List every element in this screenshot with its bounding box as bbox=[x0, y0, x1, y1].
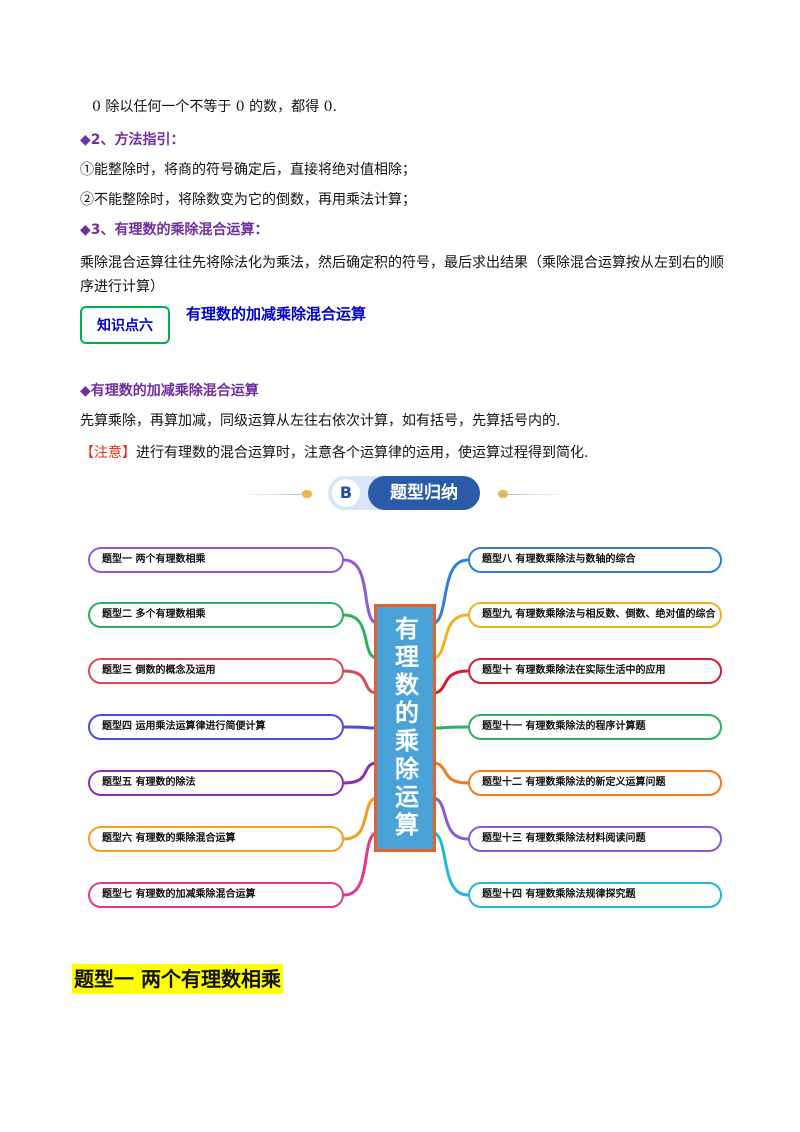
right-connector-4 bbox=[429, 725, 470, 730]
knowledge-point-badge: 知识点六 bbox=[80, 306, 170, 344]
left-branch-node-4: 题型四 运用乘法运算律进行简便计算 bbox=[88, 714, 344, 740]
method-item-2: ②不能整除时，将除数变为它的倒数，再用乘法计算； bbox=[80, 192, 416, 208]
left-branch-node-7: 题型七 有理数的加减乘除混合运算 bbox=[88, 882, 344, 908]
division-zero-rule: 0 除以任何一个不等于 0 的数，都得 0. bbox=[92, 99, 337, 115]
left-connector-7 bbox=[342, 830, 381, 897]
right-connector-7 bbox=[429, 830, 470, 897]
banner-letter: B bbox=[332, 479, 360, 507]
left-connector-2 bbox=[342, 613, 381, 661]
right-branch-node-6: 题型十三 有理数乘除法材料阅读问题 bbox=[468, 826, 722, 852]
left-branch-node-1: 题型一 两个有理数相乘 bbox=[88, 547, 344, 573]
banner-line-right bbox=[498, 494, 568, 495]
right-branch-node-2: 题型九 有理数乘除法与相反数、倒数、绝对值的综合 bbox=[468, 602, 722, 628]
banner-line-left bbox=[240, 494, 310, 495]
right-branch-node-7: 题型十四 有理数乘除法规律探究题 bbox=[468, 882, 722, 908]
note-text: 进行有理数的混合运算时，注意各个运算律的运用，使运算过程得到简化. bbox=[136, 445, 589, 461]
left-connector-6 bbox=[342, 795, 381, 841]
four-ops-body: 先算乘除，再算加减，同级运算从左往右依次计算，如有括号，先算括号内的. bbox=[80, 413, 561, 429]
mindmap-center: 有理数的乘除运算 bbox=[374, 604, 436, 852]
left-branch-node-3: 题型三 倒数的概念及运用 bbox=[88, 658, 344, 684]
banner-dot-left bbox=[302, 490, 312, 498]
mixed-ops-heading: ◆3、有理数的乘除混合运算： bbox=[80, 222, 269, 238]
four-ops-heading: ◆有理数的加减乘除混合运算 bbox=[80, 383, 259, 399]
left-branch-node-6: 题型六 有理数的乘除混合运算 bbox=[88, 826, 344, 852]
mixed-ops-body: 乘除混合运算往往先将除法化为乘法，然后确定积的符号，最后求出结果（乘除混合运算按… bbox=[80, 255, 724, 295]
left-branch-node-5: 题型五 有理数的除法 bbox=[88, 770, 344, 796]
note-line: 【注意】进行有理数的混合运算时，注意各个运算律的运用，使运算过程得到简化. bbox=[80, 442, 588, 464]
right-branch-node-3: 题型十 有理数乘除法在实际生活中的应用 bbox=[468, 658, 722, 684]
right-branch-node-1: 题型八 有理数乘除法与数轴的综合 bbox=[468, 547, 722, 573]
method-item-1: ①能整除时，将商的符号确定后，直接将绝对值相除； bbox=[80, 162, 416, 178]
left-branch-node-2: 题型二 多个有理数相乘 bbox=[88, 602, 344, 628]
left-connector-1 bbox=[342, 558, 381, 626]
question-type-1-heading: 题型一 两个有理数相乘 bbox=[72, 964, 283, 994]
right-connector-5 bbox=[429, 761, 470, 785]
banner-title: 题型归纳 bbox=[368, 476, 480, 510]
mindmap-center-label: 有理数的乘除运算 bbox=[390, 616, 419, 840]
section-banner: B 题型归纳 bbox=[240, 474, 570, 514]
note-label: 【注意】 bbox=[80, 445, 136, 461]
method-guide-heading: ◆2、方法指引： bbox=[80, 132, 185, 148]
right-connector-3 bbox=[429, 669, 470, 695]
knowledge-point-title: 有理数的加减乘除混合运算 bbox=[186, 305, 367, 323]
right-connector-6 bbox=[429, 795, 470, 841]
mindmap-connectors bbox=[342, 558, 470, 897]
right-branch-node-4: 题型十一 有理数乘除法的程序计算题 bbox=[468, 714, 722, 740]
right-connector-1 bbox=[429, 558, 470, 626]
right-connector-2 bbox=[429, 613, 470, 661]
right-branch-node-5: 题型十二 有理数乘除法的新定义运算问题 bbox=[468, 770, 722, 796]
